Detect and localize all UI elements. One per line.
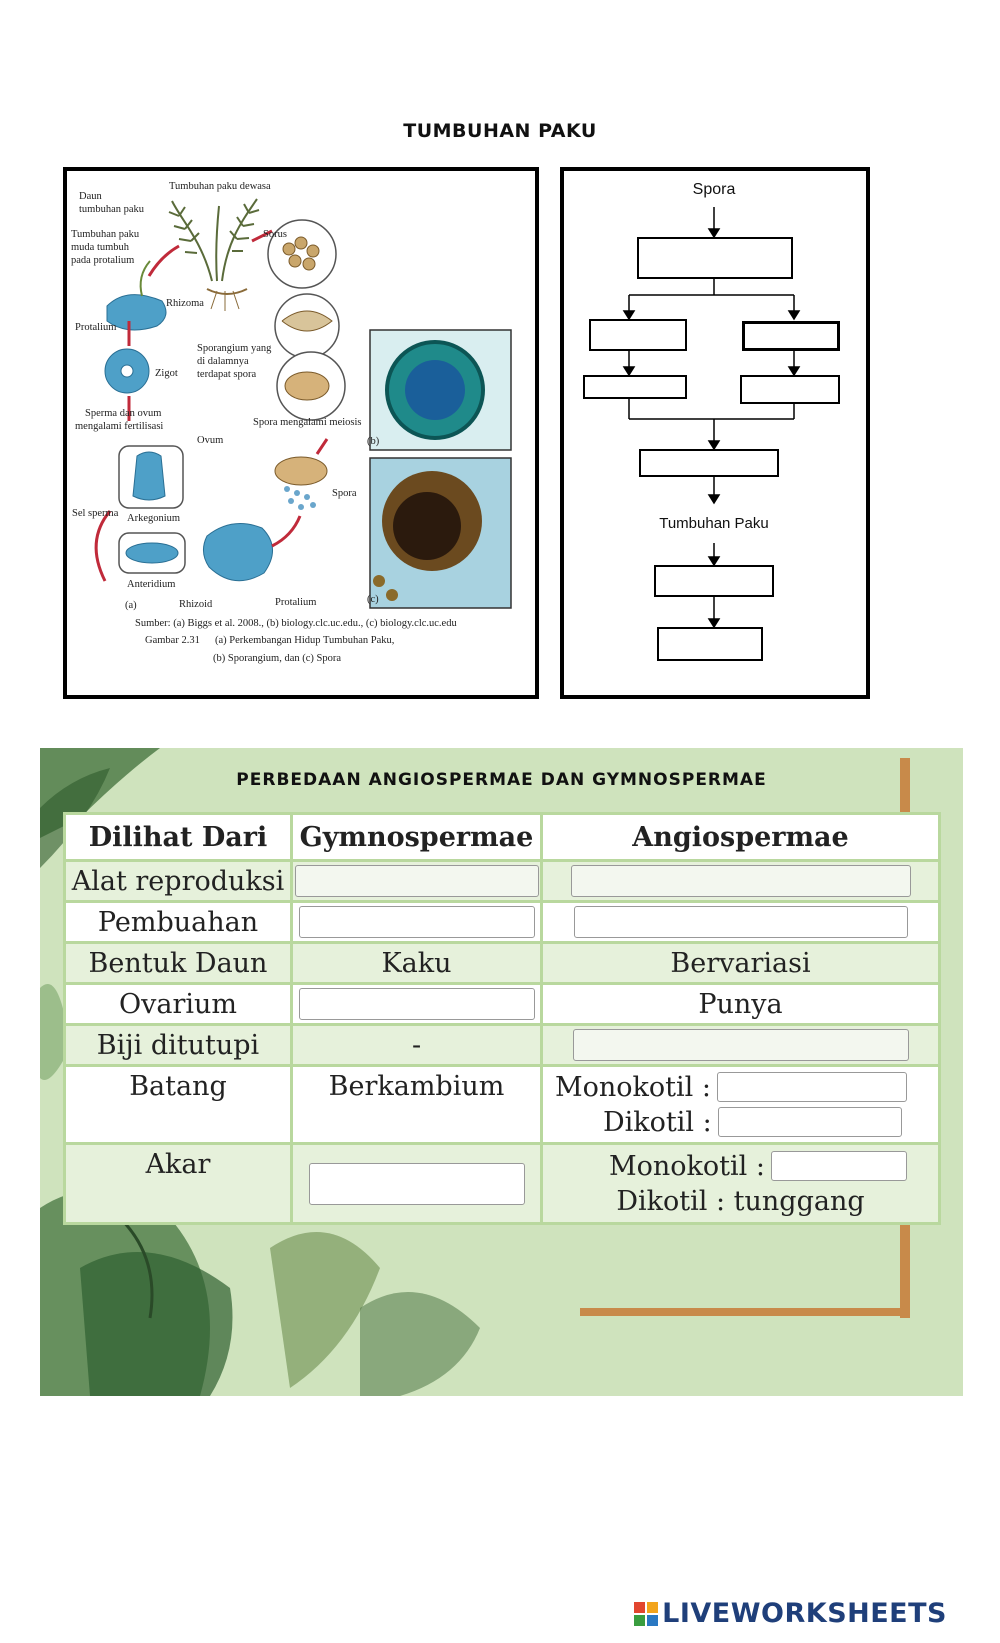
cell-gymno: Berkambium xyxy=(290,1064,543,1145)
fern-flowchart: Spora Tumbuhan Paku xyxy=(560,167,870,699)
cell-gymno: Kaku xyxy=(290,941,543,985)
page-title: TUMBUHAN PAKU xyxy=(403,120,597,142)
flow-label-tumbuhan-paku: Tumbuhan Paku xyxy=(659,515,769,532)
label-sporangium-3: terdapat spora xyxy=(197,369,257,380)
comparison-title: PERBEDAAN ANGIOSPERMAE DAN GYMNOSPERMAE xyxy=(236,770,767,790)
row-batang: Batang Berkambium Monokotil : Dikotil : xyxy=(63,1064,941,1145)
label-zigot: Zigot xyxy=(155,368,178,379)
tag-c: (c) xyxy=(367,594,379,605)
label-protalium: Protalium xyxy=(75,322,116,333)
flow-label-spora: Spora xyxy=(692,181,736,198)
flow-box-1[interactable] xyxy=(637,237,793,279)
cell-angio: Monokotil : Dikotil : tunggang xyxy=(540,1142,941,1225)
label-rhizoma: Rhizoma xyxy=(166,298,204,309)
row-label: Pembuahan xyxy=(63,900,293,944)
label-ovum: Ovum xyxy=(197,435,223,446)
label-sperma-2: mengalami fertilisasi xyxy=(75,421,163,432)
row-label: Batang xyxy=(63,1064,293,1145)
label-dikotil: Dikotil : xyxy=(603,1106,712,1138)
cell-angio: Punya xyxy=(540,982,941,1026)
cell-angio: Bervariasi xyxy=(540,941,941,985)
row-label: Bentuk Daun xyxy=(63,941,293,985)
label-muda-1: Tumbuhan paku xyxy=(71,229,140,240)
input-pembuahan-gymno[interactable] xyxy=(298,906,535,938)
flow-box-right-1[interactable] xyxy=(742,321,840,351)
input-alat-angio[interactable] xyxy=(570,865,911,897)
logo-mark-icon xyxy=(634,1601,659,1626)
figure-caption-number: Gambar 2.31 xyxy=(145,635,200,646)
label-daun: Daun xyxy=(79,191,102,202)
input-pembuahan-angio[interactable] xyxy=(573,906,908,938)
input-alat-gymno[interactable] xyxy=(294,865,539,897)
input-biji-angio[interactable] xyxy=(572,1029,909,1061)
comparison-table: Dilihat Dari Gymnospermae Angiospermae A… xyxy=(63,812,941,1225)
flowchart-connectors xyxy=(622,207,801,629)
fern-lifecycle-figure: Daun tumbuhan paku Tumbuhan paku dewasa … xyxy=(63,167,539,699)
flow-box-bottom-1[interactable] xyxy=(654,565,774,597)
logo-text: LIVEWORKSHEETS xyxy=(662,1598,947,1629)
figure-source: Sumber: (a) Biggs et al. 2008., (b) biol… xyxy=(135,618,457,629)
input-batang-dikotil[interactable] xyxy=(717,1107,902,1137)
label-sporangium-1: Sporangium yang xyxy=(197,343,272,354)
cell-angio xyxy=(540,1023,941,1067)
label-daun-2: tumbuhan paku xyxy=(79,204,145,215)
flow-box-left-1[interactable] xyxy=(589,319,687,351)
label-meiosis: Spora mengalami meiosis xyxy=(253,417,361,428)
cell-angio xyxy=(540,900,941,944)
header-angiospermae: Angiospermae xyxy=(540,812,941,862)
input-batang-monokotil[interactable] xyxy=(716,1072,907,1102)
cell-gymno xyxy=(290,859,543,903)
input-akar-monokotil[interactable] xyxy=(770,1151,907,1181)
header-gymnospermae: Gymnospermae xyxy=(290,812,543,862)
label-spora: Spora xyxy=(332,488,357,499)
label-sorus: Sorus xyxy=(263,229,287,240)
cell-gymno: - xyxy=(290,1023,543,1067)
akar-dikotil-text: Dikotil : tunggang xyxy=(616,1185,865,1217)
flow-box-merge[interactable] xyxy=(639,449,779,477)
label-monokotil: Monokotil : xyxy=(555,1071,711,1103)
row-label: Ovarium xyxy=(63,982,293,1026)
label-rhizoid: Rhizoid xyxy=(179,599,213,610)
tag-a: (a) xyxy=(125,600,137,611)
row-bentuk-daun: Bentuk Daun Kaku Bervariasi xyxy=(63,941,941,985)
label-monokotil: Monokotil : xyxy=(609,1150,765,1182)
flow-box-left-2[interactable] xyxy=(583,375,687,399)
row-label: Alat reproduksi xyxy=(63,859,293,903)
label-sel-sperma: Sel sperma xyxy=(72,508,119,519)
input-akar-gymno[interactable] xyxy=(308,1162,525,1205)
cell-gymno xyxy=(290,982,543,1026)
input-ovarium-gymno[interactable] xyxy=(298,988,535,1020)
flow-box-right-2[interactable] xyxy=(740,375,840,404)
comparison-section: PERBEDAAN ANGIOSPERMAE DAN GYMNOSPERMAE … xyxy=(40,748,963,1396)
label-protalium-2: Protalium xyxy=(275,597,316,608)
cell-gymno xyxy=(290,1142,543,1225)
label-sporangium-2: di dalamnya xyxy=(197,356,249,367)
row-alat-reproduksi: Alat reproduksi xyxy=(63,859,941,903)
label-muda-3: pada protalium xyxy=(71,255,134,266)
lifecycle-illustration: Daun tumbuhan paku Tumbuhan paku dewasa … xyxy=(71,181,512,664)
label-sperma-1: Sperma dan ovum xyxy=(85,408,161,419)
table-header-row: Dilihat Dari Gymnospermae Angiospermae xyxy=(63,812,941,862)
liveworksheets-logo: LIVEWORKSHEETS xyxy=(634,1598,947,1629)
tag-b: (b) xyxy=(367,436,380,447)
cell-angio: Monokotil : Dikotil : xyxy=(540,1064,941,1145)
label-anteridium: Anteridium xyxy=(127,579,175,590)
row-label: Akar xyxy=(63,1142,293,1225)
flow-box-bottom-2[interactable] xyxy=(657,627,763,661)
row-ovarium: Ovarium Punya xyxy=(63,982,941,1026)
figure-caption-line-2: (b) Sporangium, dan (c) Spora xyxy=(213,653,341,664)
cell-angio xyxy=(540,859,941,903)
label-muda-2: muda tumbuh xyxy=(71,242,130,253)
header-dilihat-dari: Dilihat Dari xyxy=(63,812,293,862)
cell-gymno xyxy=(290,900,543,944)
row-pembuahan: Pembuahan xyxy=(63,900,941,944)
label-arkegonium: Arkegonium xyxy=(127,513,180,524)
row-label: Biji ditutupi xyxy=(63,1023,293,1067)
mature-fern-drawing xyxy=(168,198,260,311)
row-biji-ditutupi: Biji ditutupi - xyxy=(63,1023,941,1067)
label-dewasa: Tumbuhan paku dewasa xyxy=(169,181,271,192)
figure-caption-line-1: (a) Perkembangan Hidup Tumbuhan Paku, xyxy=(215,635,394,646)
row-akar: Akar Monokotil : Dikotil : tunggang xyxy=(63,1142,941,1225)
